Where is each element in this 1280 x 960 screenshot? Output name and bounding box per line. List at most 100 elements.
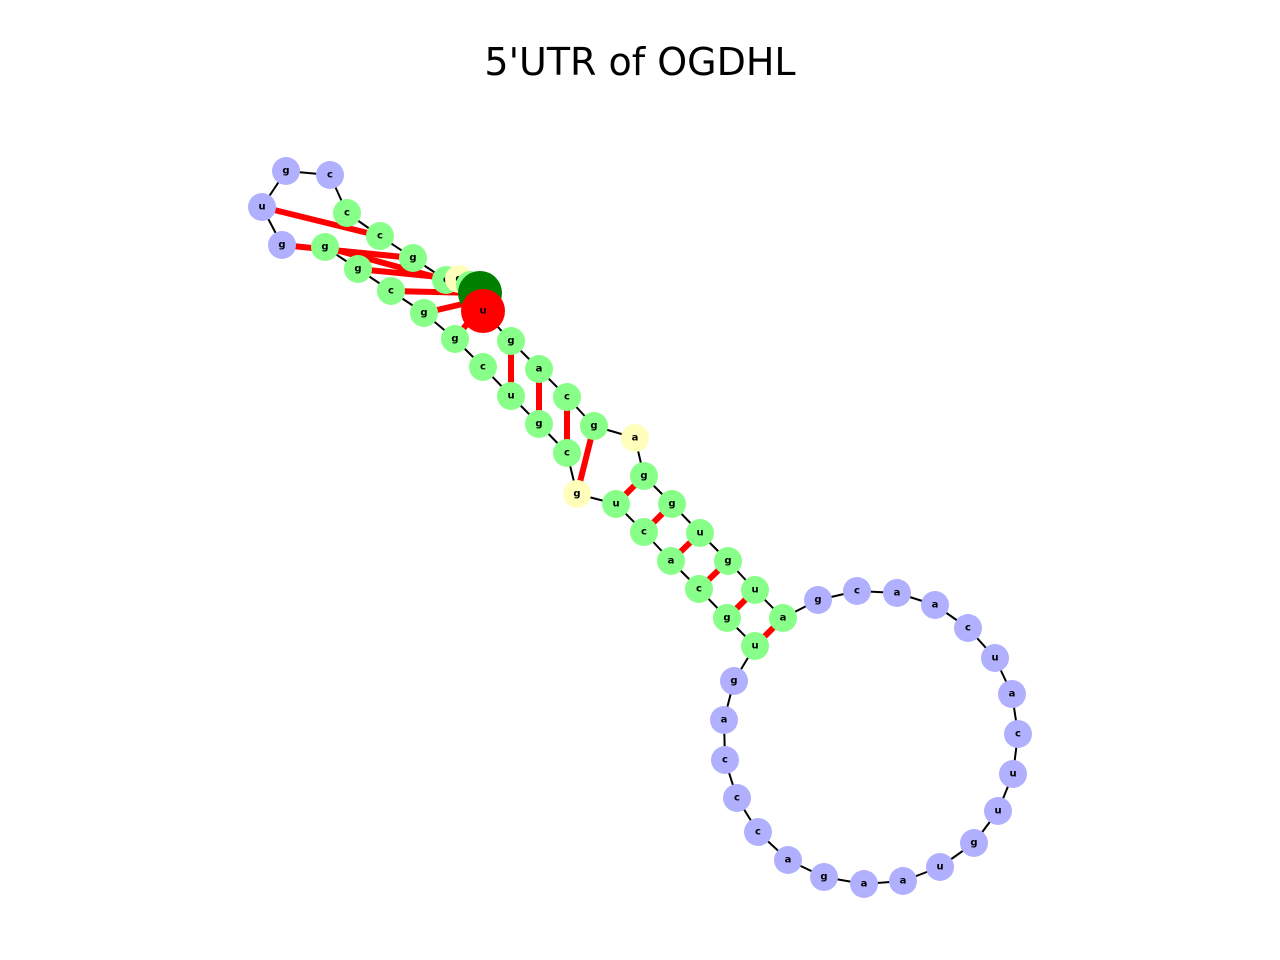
nucleotide-circle bbox=[926, 853, 954, 881]
nucleotide-label: g bbox=[820, 872, 827, 883]
nucleotide-label: c bbox=[564, 448, 570, 459]
base-pair-bond bbox=[261, 204, 381, 239]
nucleotide-label: a bbox=[861, 879, 868, 890]
nucleotide-label: g bbox=[640, 471, 647, 482]
nucleotide-label: u bbox=[994, 806, 1001, 817]
nucleotide-label: g bbox=[278, 240, 285, 251]
nucleotide-loop: u bbox=[926, 853, 954, 881]
nucleotide-circle bbox=[399, 244, 427, 272]
nucleotide-loop: g bbox=[268, 231, 296, 259]
nucleotide-stem: u bbox=[602, 490, 630, 518]
nucleotide-circle bbox=[602, 490, 630, 518]
nucleotide-circle bbox=[883, 579, 911, 607]
nucleotide-loop: c bbox=[954, 614, 982, 642]
nucleotide-loop: c bbox=[316, 161, 344, 189]
nucleotide-circle bbox=[713, 604, 741, 632]
nucleotide-stem: g bbox=[344, 255, 372, 283]
nucleotide-label: c bbox=[564, 392, 570, 403]
nucleotide-stem: g bbox=[525, 410, 553, 438]
nucleotide-circle bbox=[525, 355, 553, 383]
nucleotide-loop: a bbox=[998, 680, 1026, 708]
nucleotide-circle bbox=[714, 547, 742, 575]
nucleotide-stem: g bbox=[497, 327, 525, 355]
nucleotide-loop: c bbox=[843, 577, 871, 605]
nucleotide-circle bbox=[525, 410, 553, 438]
nucleotide-label: a bbox=[1009, 689, 1016, 700]
nucleotide-label: u bbox=[479, 306, 486, 317]
nucleotide-circle bbox=[333, 199, 361, 227]
nucleotide-circle bbox=[366, 222, 394, 250]
nucleotide-loop: g bbox=[810, 863, 838, 891]
nucleotide-bulge: g bbox=[563, 480, 591, 508]
nucleotide-label: g bbox=[573, 489, 580, 500]
nucleotide-loop: g bbox=[804, 586, 832, 614]
nucleotide-label: a bbox=[932, 600, 939, 611]
nucleotide-loop: c bbox=[744, 818, 772, 846]
nucleotide-label: c bbox=[965, 623, 971, 634]
nucleotide-circle bbox=[999, 760, 1027, 788]
nucleotide-circle bbox=[344, 255, 372, 283]
nucleotide-label: g bbox=[409, 253, 416, 264]
nucleotide-circle bbox=[710, 706, 738, 734]
nucleotide-label: g bbox=[730, 676, 737, 687]
nucleotide-circle bbox=[804, 586, 832, 614]
nucleotide-stem: c bbox=[377, 277, 405, 305]
nucleotide-circle bbox=[1004, 720, 1032, 748]
nucleotide-stem: g bbox=[630, 462, 658, 490]
nucleotide-label: a bbox=[536, 364, 543, 375]
nucleotide-label: g bbox=[590, 421, 597, 432]
nucleotide-bulge: a bbox=[621, 424, 649, 452]
nucleotide-circle bbox=[984, 797, 1012, 825]
nucleotide-circle bbox=[553, 439, 581, 467]
nucleotide-loop: c bbox=[723, 784, 751, 812]
nucleotide-label: g bbox=[668, 499, 675, 510]
nucleotide-circle bbox=[774, 846, 802, 874]
nucleotide-label: a bbox=[900, 876, 907, 887]
nucleotide-label: u bbox=[751, 585, 758, 596]
nucleotide-label: c bbox=[344, 208, 350, 219]
nucleotide-label: c bbox=[480, 362, 486, 373]
nucleotide-circle bbox=[658, 490, 686, 518]
nucleotide-circle bbox=[744, 818, 772, 846]
nucleotide-circle bbox=[272, 157, 300, 185]
nucleotide-stem: g bbox=[399, 244, 427, 272]
nucleotide-circle bbox=[921, 591, 949, 619]
nucleotide-label: u bbox=[1009, 769, 1016, 780]
nucleotide-loop: u bbox=[981, 644, 1009, 672]
nucleotide-stem: a bbox=[525, 355, 553, 383]
nucleotide-label: g bbox=[451, 334, 458, 345]
nucleotide-circle bbox=[889, 867, 917, 895]
nucleotide-stem: c bbox=[630, 518, 658, 546]
nucleotide-circle bbox=[741, 576, 769, 604]
nucleotide-loop: g bbox=[720, 667, 748, 695]
nucleotide-stem: g bbox=[311, 233, 339, 261]
nucleotide-label: c bbox=[377, 231, 383, 242]
nucleotide-circle bbox=[497, 327, 525, 355]
nucleotide-label: a bbox=[668, 556, 675, 567]
nucleotide-label: u bbox=[991, 653, 998, 664]
nucleotide-stem: u bbox=[686, 519, 714, 547]
nucleotide-label: a bbox=[780, 613, 787, 624]
nucleotide-circle bbox=[998, 680, 1026, 708]
nucleotide-label: g bbox=[723, 613, 730, 624]
nucleotide-stem: g bbox=[580, 412, 608, 440]
nucleotide-loop: c bbox=[711, 746, 739, 774]
nucleotide-circle bbox=[711, 746, 739, 774]
nucleotide-loop: u bbox=[999, 760, 1027, 788]
nucleotide-label: g bbox=[814, 595, 821, 606]
nucleotide-stem: c bbox=[553, 383, 581, 411]
nucleotide-circle bbox=[461, 289, 505, 333]
nucleotide-stem: g bbox=[410, 299, 438, 327]
nucleotide-circle bbox=[741, 632, 769, 660]
nucleotide-loop: g bbox=[960, 829, 988, 857]
nucleotide-label: c bbox=[641, 527, 647, 538]
nucleotide-label: u bbox=[936, 862, 943, 873]
nucleotide-loop: a bbox=[850, 870, 878, 898]
nucleotide-label: g bbox=[970, 838, 977, 849]
nucleotide-stem: g bbox=[441, 325, 469, 353]
nucleotide-label: u bbox=[751, 641, 758, 652]
nucleotide-circle bbox=[850, 870, 878, 898]
nucleotide-label: u bbox=[258, 202, 265, 213]
